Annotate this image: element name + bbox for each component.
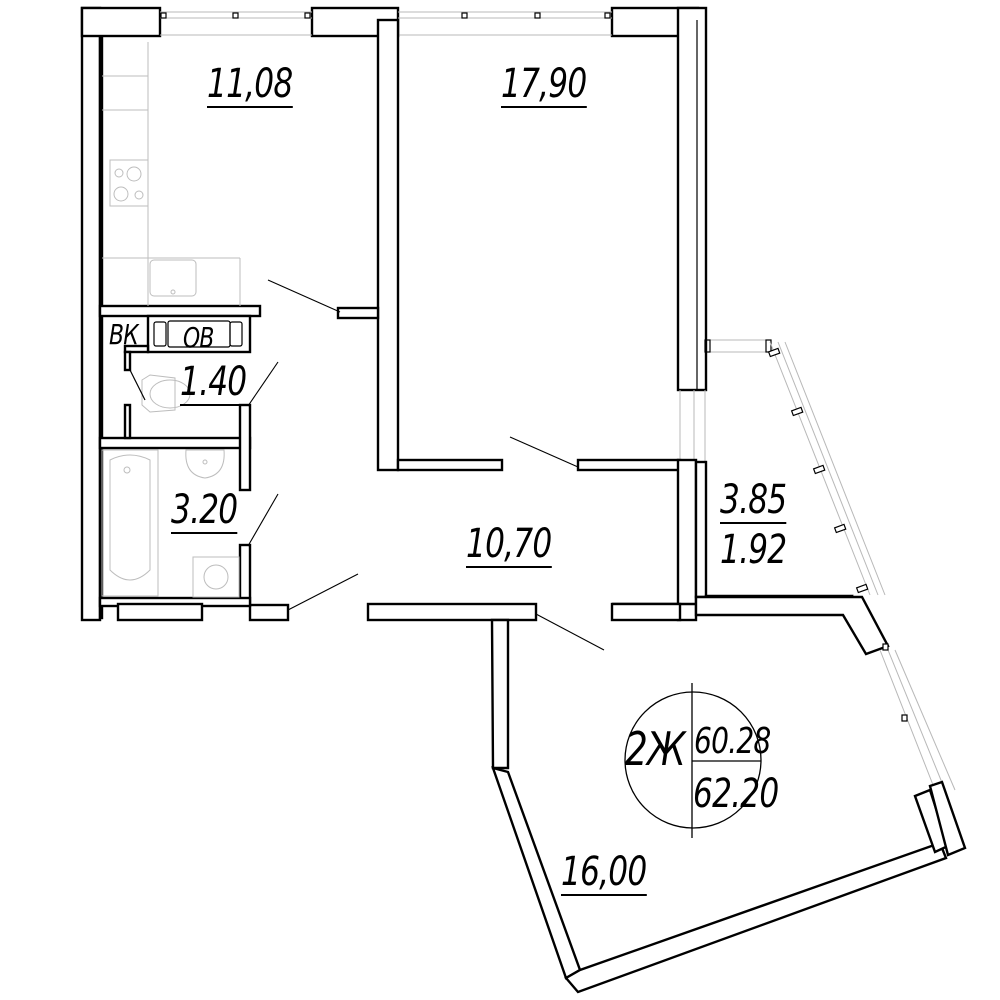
hall-area-label: 10,70 bbox=[466, 521, 552, 568]
wall-kitchen-bedroom bbox=[376, 18, 400, 472]
wall-top-left bbox=[80, 6, 162, 38]
wall-hall-living bbox=[366, 602, 538, 622]
loggia-reduced-area-label: 1.92 bbox=[720, 527, 787, 573]
wc-area-label: 1.40 bbox=[180, 359, 247, 406]
bedroom-area-label: 17,90 bbox=[501, 61, 587, 108]
wall-wc-bath bbox=[98, 436, 252, 450]
apartment-type-label: 2Ж bbox=[625, 722, 686, 776]
bathtub bbox=[101, 449, 159, 597]
loggia-area-label: 3.85 bbox=[720, 477, 787, 524]
water-meter-label: ВК bbox=[109, 318, 139, 351]
wall-right-outer bbox=[676, 6, 708, 392]
apartment-info-circle bbox=[624, 683, 762, 838]
door-wc bbox=[247, 361, 279, 407]
bathroom-area-label: 3.20 bbox=[171, 487, 238, 534]
window-kitchen bbox=[160, 11, 312, 36]
door-kitchen bbox=[267, 279, 341, 313]
ventilation-label: ОВ bbox=[183, 321, 214, 354]
washing-machine bbox=[192, 556, 240, 598]
washbasin bbox=[185, 449, 225, 479]
door-entrance bbox=[287, 573, 359, 611]
wall-hall-loggia bbox=[676, 458, 698, 622]
loggia-glazing bbox=[704, 339, 956, 791]
window-bedroom bbox=[398, 11, 612, 36]
living-area-total-label: 60.28 bbox=[694, 721, 771, 762]
door-bath bbox=[247, 493, 279, 547]
toilet bbox=[129, 369, 191, 413]
door-living bbox=[535, 613, 605, 651]
door-bedroom bbox=[509, 436, 579, 468]
wall-living-bottom bbox=[564, 841, 948, 994]
kitchen-counter bbox=[102, 42, 241, 306]
total-area-label: 62.20 bbox=[693, 771, 779, 817]
wall-loggia-bottom bbox=[694, 595, 890, 656]
kitchen-area-label: 11,08 bbox=[207, 61, 293, 108]
living-area-label: 16,00 bbox=[561, 849, 647, 896]
wall-left-outer bbox=[80, 6, 102, 622]
